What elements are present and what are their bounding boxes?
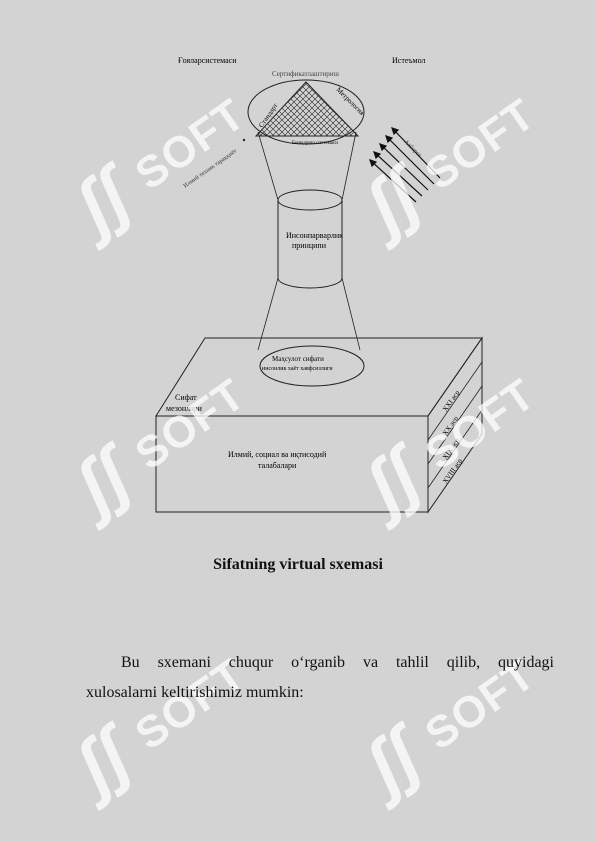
paragraph-line-1: Bu sxemani chuqur oʻrganib va tahlil qil… [121,654,554,671]
box-label-2: талабалари [258,461,297,470]
quality-virtual-diagram: Ғояларсистемаси Истеъмол Сертификатлашти… [155,56,483,514]
cylinder-top [277,189,343,211]
lower-cone-left [257,277,279,351]
paragraph-line-2: xulosalarni keltirishimiz mumkin: [86,684,304,701]
box-label-1: Илмий, социал ва иқтисодий [228,450,327,459]
cylinder-bottom [277,277,343,289]
watermark-logo: ʃʃ [61,715,145,807]
sifat-label-1: Сифат [175,393,197,402]
side-label-2: XX аср [441,414,460,437]
bottom-ellipse [259,345,365,387]
box-side-divider-3 [427,409,483,489]
cone-top-label: Сертификатлаштириш [272,70,340,78]
cylinder-label-2: принципи [292,241,327,250]
sifat-label-2: мезонлари [166,404,203,413]
side-label-4: XVIII аср [441,457,464,485]
triangle-bottom-label: Бошқариш системаси [292,141,338,146]
cylinder-label-1: Инсонпарварлик [286,231,343,240]
top-right-label: Истеъмол [392,56,425,65]
left-diagonal-label: Илмий техник тараққиёт [182,147,238,189]
ellipse-label-1: Маҳсулот сифати [272,355,324,363]
box-side-divider-2 [427,385,483,465]
top-ellipse [247,79,365,145]
watermark-logo: ʃʃ [351,715,435,807]
hatched-triangle [254,81,360,137]
body-paragraph: Bu sxemani chuqur oʻrganib va tahlil qil… [86,648,554,708]
cone-right-edge [341,131,357,201]
lower-cone-right [341,277,361,351]
top-left-label: Ғояларсистемаси [178,56,237,65]
box-side-divider-1 [427,361,483,441]
right-arrows [369,127,441,203]
cone-left-edge [257,131,279,201]
ellipse-label-2: инсонлик хаёт хавфсизлиги [262,365,333,372]
dot-marker [242,138,246,142]
figure-caption: Sifatning virtual sxemasi [213,556,383,573]
